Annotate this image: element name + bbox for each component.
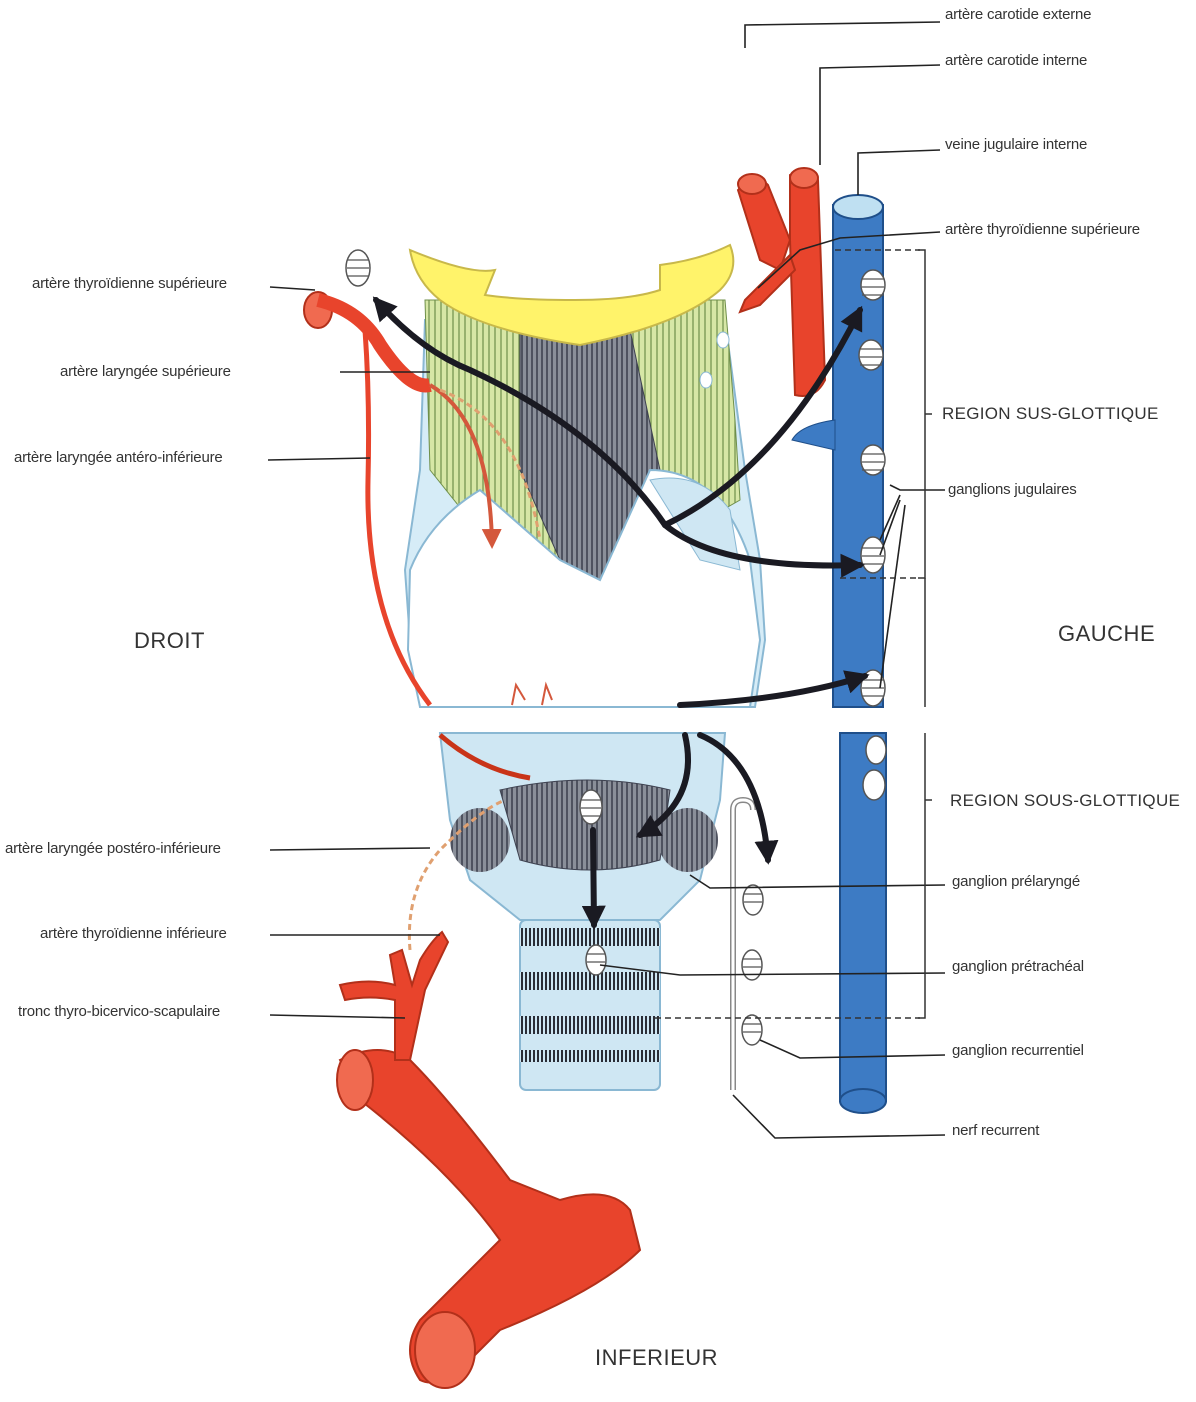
label-carotide-externe: artère carotide externe [945, 6, 1091, 24]
label-ganglions-jugulaires: ganglions jugulaires [948, 481, 1077, 499]
drain-arrow-to-pretracheal [593, 830, 594, 925]
label-region-haute: REGION SUS-GLOTTIQUE [942, 404, 1159, 424]
lymph-node [861, 537, 885, 573]
cartilage-node [717, 332, 729, 348]
jugular-vein-bottom [840, 1089, 886, 1113]
label-droit: DROIT [134, 628, 205, 654]
label-nerf-recurrent: nerf recurrent [952, 1122, 1039, 1140]
bracket-lower [918, 578, 932, 1018]
internal-carotid-top [790, 168, 818, 188]
bracket-upper [918, 250, 932, 578]
label-ganglion-pretracheal: ganglion prétrachéal [952, 958, 1084, 976]
carotid-arteries [738, 168, 825, 396]
label-thyro-sup-gauche: artère thyroïdienne supérieure [945, 221, 1140, 239]
label-inferieur: INFERIEUR [595, 1345, 718, 1371]
label-tronc: tronc thyro-bicervico-scapulaire [18, 1003, 220, 1021]
label-gauche: GAUCHE [1058, 621, 1155, 647]
figure-gap [0, 707, 1196, 733]
jugular-branch [792, 420, 835, 450]
label-carotide-interne: artère carotide interne [945, 52, 1087, 70]
subclavian-end [337, 1050, 373, 1110]
lymph-node [586, 945, 606, 975]
upper-larynx [405, 245, 765, 707]
lymph-node [863, 770, 885, 800]
label-region-basse: REGION SOUS-GLOTTIQUE [950, 791, 1180, 811]
jugular-vein-top [833, 195, 883, 219]
lymph-node [866, 736, 886, 764]
subclavian-cut [415, 1312, 475, 1388]
tracheal-ring [520, 1050, 660, 1062]
label-jugulaire-interne: veine jugulaire interne [945, 136, 1087, 154]
label-laryngee-antero-inf: artère laryngée antéro-inférieure [14, 449, 223, 467]
tracheal-ring [520, 928, 660, 946]
subclavian-artery [340, 1050, 640, 1383]
internal-carotid [790, 171, 825, 396]
lymph-node [580, 790, 602, 824]
label-laryngee-postero-inf: artère laryngée postéro-inférieure [5, 840, 221, 858]
label-ganglion-recurrentiel: ganglion recurrentiel [952, 1042, 1084, 1060]
label-thyro-inf: artère thyroïdienne inférieure [40, 925, 227, 943]
lymph-node [743, 885, 763, 915]
label-ganglion-prelaryngé: ganglion prélaryngé [952, 873, 1080, 891]
lymph-node [742, 950, 762, 980]
label-laryngee-sup: artère laryngée supérieure [60, 363, 231, 381]
external-carotid-top [738, 174, 766, 194]
recurrent-nerve [733, 800, 753, 1090]
label-thyro-sup-droite: artère thyroïdienne supérieure [32, 275, 227, 293]
cartilage-node [700, 372, 712, 388]
tronc-thyro-bicervico [340, 932, 448, 1060]
lymph-node [742, 1015, 762, 1045]
tracheal-ring [520, 972, 660, 990]
cricoid-lateral-left [450, 808, 510, 872]
tracheal-ring [520, 1016, 660, 1034]
